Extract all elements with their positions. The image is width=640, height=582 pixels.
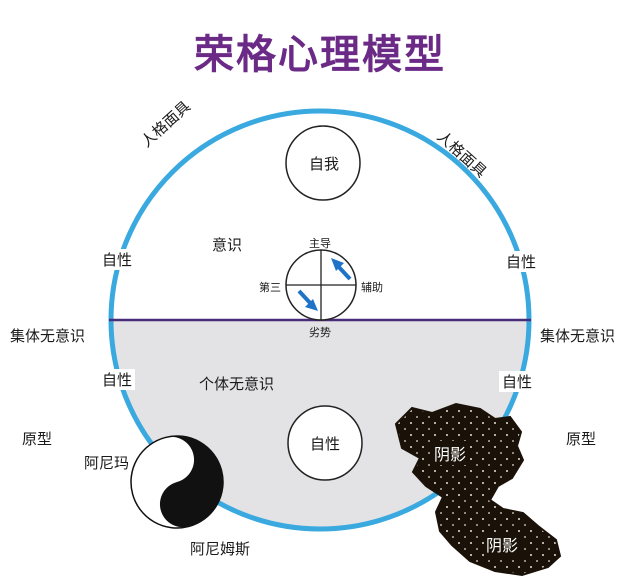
self-center-label: 自性	[307, 433, 343, 454]
inferior-label: 劣势	[309, 324, 331, 340]
shadow-upper-label: 阴影	[432, 441, 468, 465]
dominant-label: 主导	[309, 235, 331, 251]
shadow-lower-label: 阴影	[484, 532, 520, 556]
third-label: 第三	[259, 279, 281, 295]
ego-label: 自我	[306, 153, 342, 174]
self-right-upper-label: 自性	[503, 251, 539, 272]
self-right-lower-label: 自性	[499, 371, 535, 392]
animus-label: 阿尼姆斯	[190, 538, 250, 559]
self-left-lower-label: 自性	[99, 369, 135, 390]
collective-unconscious-right-label: 集体无意识	[540, 325, 615, 346]
self-left-upper-label: 自性	[99, 249, 135, 270]
anima-label: 阿尼玛	[84, 452, 129, 473]
collective-unconscious-left-label: 集体无意识	[10, 325, 85, 346]
functions-circle	[286, 250, 356, 320]
archetype-right-label: 原型	[566, 428, 596, 449]
archetype-left-label: 原型	[22, 428, 52, 449]
auxiliary-label: 辅助	[361, 279, 383, 295]
personal-unconscious-label: 个体无意识	[199, 373, 274, 394]
consciousness-label: 意识	[212, 234, 242, 255]
